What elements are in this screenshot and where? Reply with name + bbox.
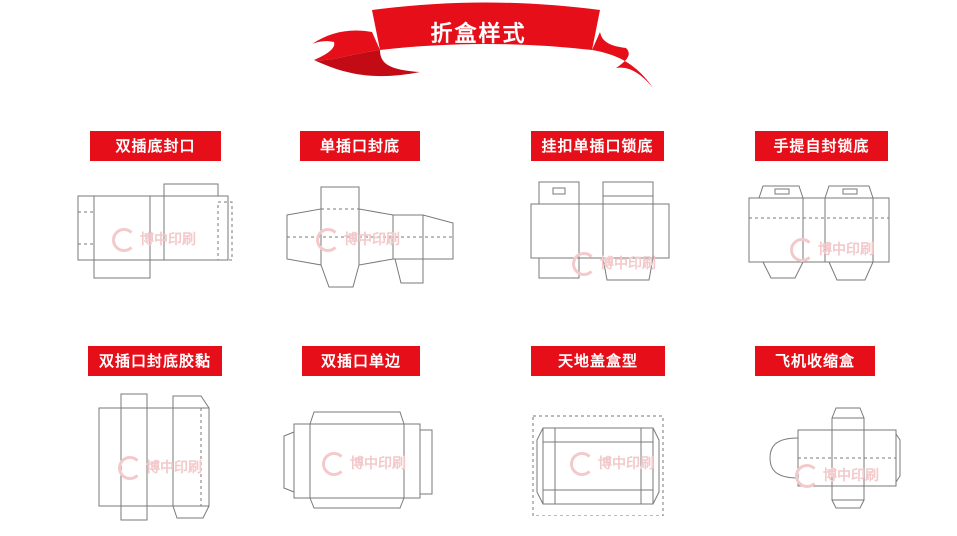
title-ribbon xyxy=(310,2,655,94)
label-box-4: 手提自封锁底 xyxy=(755,131,888,161)
watermark-logo-icon xyxy=(790,238,814,262)
watermark: 博中印刷 xyxy=(118,456,202,480)
watermark-logo-icon xyxy=(572,252,596,276)
watermark: 博中印刷 xyxy=(316,228,400,252)
label-box-3: 挂扣单插口锁底 xyxy=(531,131,664,161)
label-box-6: 双插口单边 xyxy=(302,346,420,376)
dieline-box-1 xyxy=(72,182,237,290)
watermark-logo-icon xyxy=(570,452,594,476)
dieline-box-2 xyxy=(283,183,463,291)
watermark-logo-icon xyxy=(112,228,136,252)
watermark-logo-icon xyxy=(795,464,819,488)
watermark-logo-icon xyxy=(118,456,142,480)
dieline-box-5 xyxy=(95,392,215,522)
label-box-7: 天地盖盒型 xyxy=(531,346,665,376)
page-title: 折盒样式 xyxy=(430,22,527,47)
label-box-5: 双插口封底胶黏 xyxy=(88,346,222,376)
watermark: 博中印刷 xyxy=(572,252,656,276)
watermark: 博中印刷 xyxy=(322,452,406,476)
dieline-box-6 xyxy=(280,408,440,512)
watermark: 博中印刷 xyxy=(112,228,196,252)
label-box-8: 飞机收缩盒 xyxy=(755,346,875,376)
watermark: 博中印刷 xyxy=(790,238,874,262)
dieline-box-3 xyxy=(527,180,677,288)
watermark-logo-icon xyxy=(316,228,340,252)
watermark-logo-icon xyxy=(322,452,346,476)
watermark: 博中印刷 xyxy=(570,452,654,476)
watermark: 博中印刷 xyxy=(795,464,879,488)
dieline-box-4 xyxy=(745,180,895,288)
label-box-2: 单插口封底 xyxy=(300,131,420,161)
label-box-1: 双插底封口 xyxy=(90,131,221,161)
dieline-box-8 xyxy=(762,404,902,512)
dieline-box-7 xyxy=(527,408,669,516)
